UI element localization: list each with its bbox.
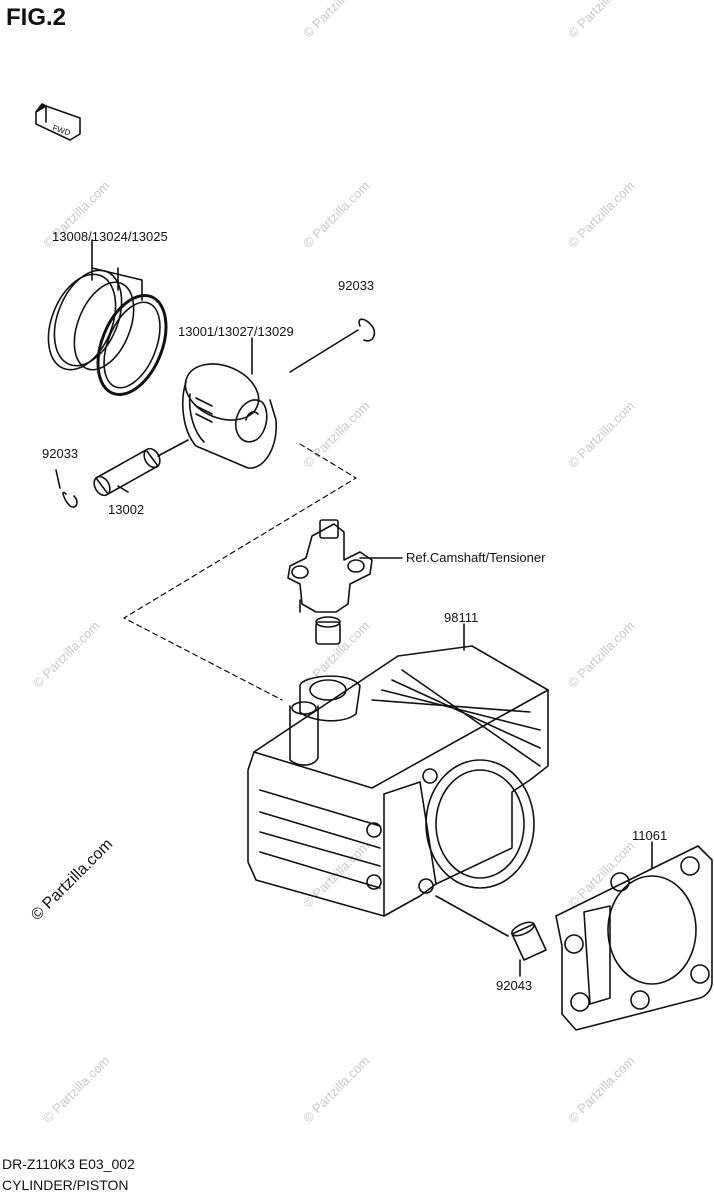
figure-title: FIG.2 xyxy=(6,4,67,31)
cylinder-head-gasket xyxy=(555,845,713,1031)
diagram-code: DR-Z110K3 E03_002 xyxy=(2,1156,135,1172)
part-label-piston: 13001/13027/13029 xyxy=(178,324,294,339)
dowel-pin xyxy=(511,921,547,961)
part-label-rings: 13008/13024/13025 xyxy=(52,229,168,244)
part-label-pin: 13002 xyxy=(108,502,145,517)
cylinder-block xyxy=(247,645,549,917)
part-label-cylinder: 98111 xyxy=(444,610,479,625)
part-label-tensioner-ref: Ref.Camshaft/Tensioner xyxy=(406,550,546,565)
part-label-clip-left: 92033 xyxy=(42,446,79,461)
cam-chain-tensioner xyxy=(287,519,373,645)
piston xyxy=(182,363,277,469)
piston-pin xyxy=(93,447,161,497)
part-label-gasket: 11061 xyxy=(632,828,668,843)
piston-rings xyxy=(47,269,168,397)
part-label-clip-right: 92033 xyxy=(338,278,375,293)
piston-pin-clip-left xyxy=(62,491,78,508)
piston-pin-clip-right xyxy=(358,318,376,342)
part-label-dowel: 92043 xyxy=(496,978,533,993)
fwd-arrow-icon: FWD xyxy=(35,103,81,141)
diagram-name: CYLINDER/PISTON xyxy=(2,1177,129,1193)
